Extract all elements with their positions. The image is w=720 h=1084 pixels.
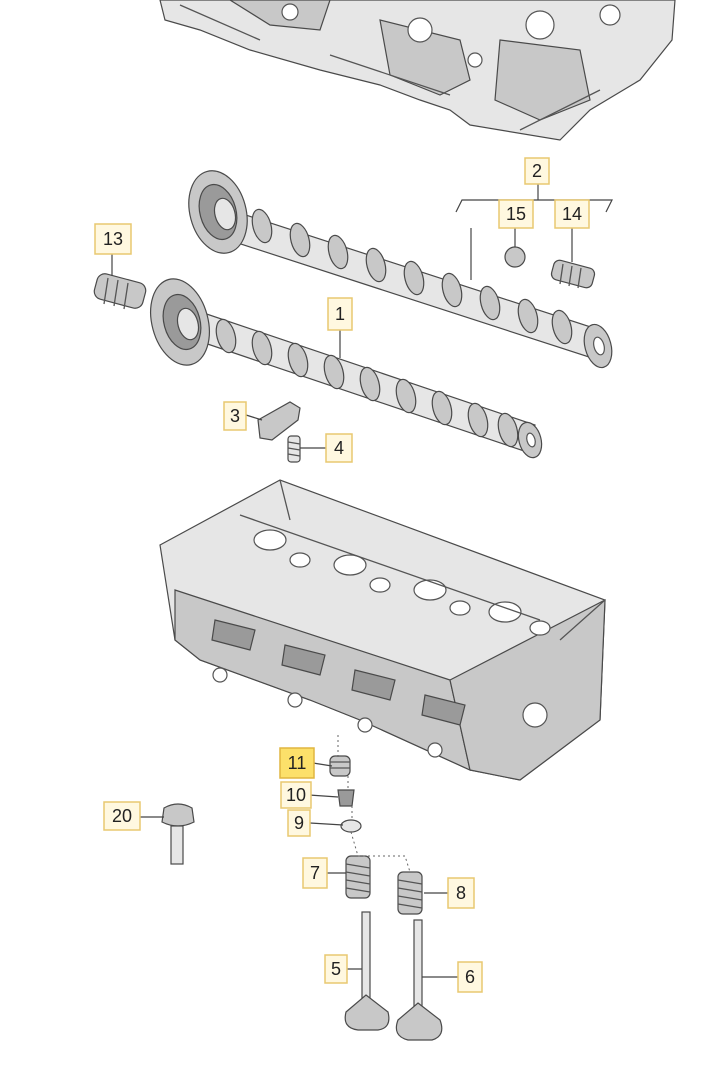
valve-part-5 [344,911,390,1031]
svg-text:5: 5 [331,959,341,979]
svg-text:2: 2 [532,161,542,181]
bracket-part-3 [257,401,301,441]
plug-part-14 [550,259,596,289]
callout-15[interactable]: 15 [498,199,534,229]
assembly-lines [337,228,472,873]
spring-part-4 [287,435,301,463]
svg-text:13: 13 [103,229,123,249]
ball-part-15 [504,246,526,268]
bolt-part-20 [161,803,195,865]
svg-text:1: 1 [335,304,345,324]
callout-10[interactable]: 10 [280,781,312,809]
valve-spring-part-8 [397,871,423,915]
callout-13[interactable]: 13 [94,223,132,255]
callout-20[interactable]: 20 [103,801,141,831]
callout-6[interactable]: 6 [457,961,483,993]
svg-text:8: 8 [456,883,466,903]
valve-keepers-part-10 [337,789,355,807]
svg-text:11: 11 [288,753,307,773]
callout-5[interactable]: 5 [324,954,348,984]
callout-4[interactable]: 4 [325,433,353,463]
callout-3[interactable]: 3 [223,401,247,431]
svg-text:10: 10 [286,785,306,805]
callout-7[interactable]: 7 [302,857,328,889]
svg-text:9: 9 [294,813,304,833]
svg-text:4: 4 [334,438,344,458]
callout-2[interactable]: 2 [524,157,550,185]
washer-part-9 [340,819,362,833]
callout-14[interactable]: 14 [554,199,590,229]
callout-9[interactable]: 9 [287,809,311,837]
valve-part-6 [395,919,443,1041]
valve-spring-part-7 [345,855,371,899]
svg-text:6: 6 [465,967,475,987]
camshaft-lower [150,278,543,459]
svg-text:7: 7 [310,863,320,883]
valve-stem-seal-part-11 [329,755,351,777]
upper-head-cover [159,0,676,141]
plug-part-13 [93,273,147,310]
svg-text:14: 14 [562,204,582,224]
cylinder-head [159,479,606,781]
group-bracket [455,199,613,213]
callout-8[interactable]: 8 [447,877,475,909]
callout-11[interactable]: 11 [279,747,315,779]
svg-text:3: 3 [230,406,240,426]
camshaft-upper [188,170,613,369]
callout-1[interactable]: 1 [327,297,353,331]
svg-text:15: 15 [506,204,526,224]
svg-text:20: 20 [112,806,132,826]
